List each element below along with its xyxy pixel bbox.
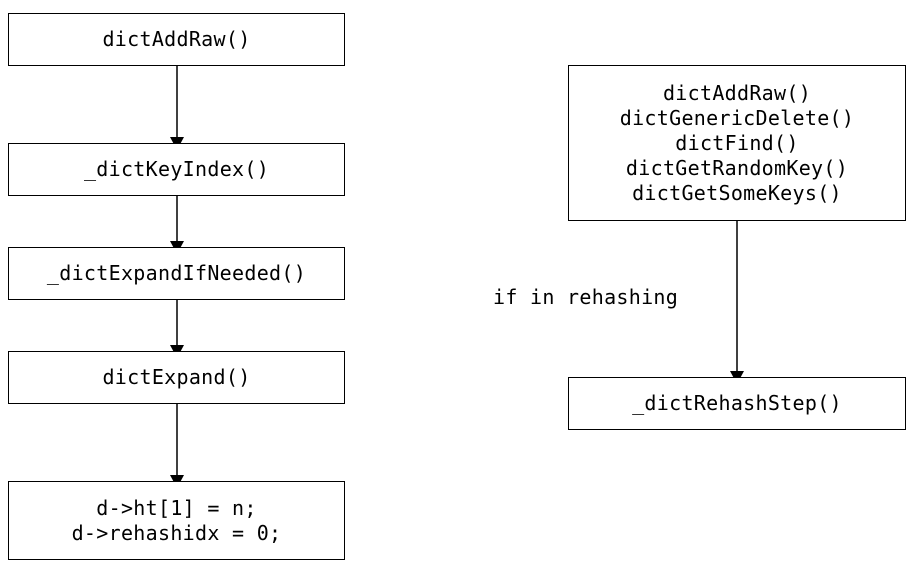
- box-line: dictGenericDelete(): [619, 105, 855, 130]
- box-dict-rehash-step: _dictRehashStep(): [568, 377, 906, 430]
- box-dict-key-index: _dictKeyIndex(): [8, 143, 345, 196]
- condition-label: if in rehashing: [493, 285, 679, 309]
- box-dict-expand: dictExpand(): [8, 351, 345, 404]
- box-line: dictAddRaw(): [662, 80, 812, 105]
- box-line: dictGetSomeKeys(): [632, 180, 842, 205]
- box-dict-add-raw: dictAddRaw(): [8, 13, 345, 66]
- box-line: d->ht[1] = n;: [96, 495, 257, 520]
- box-line: _dictRehashStep(): [632, 391, 842, 415]
- box-assignments: d->ht[1] = n; d->rehashidx = 0;: [8, 481, 345, 560]
- box-line: _dictExpandIfNeeded(): [46, 261, 307, 285]
- box-callers: dictAddRaw() dictGenericDelete() dictFin…: [568, 65, 906, 221]
- box-dict-expand-if-needed: _dictExpandIfNeeded(): [8, 247, 345, 300]
- box-line: dictFind(): [675, 130, 799, 155]
- box-line: dictGetRandomKey(): [625, 155, 849, 180]
- box-line: dictAddRaw(): [102, 27, 251, 51]
- box-line: dictExpand(): [102, 365, 251, 389]
- box-line: _dictKeyIndex(): [83, 157, 270, 181]
- box-line: d->rehashidx = 0;: [71, 520, 282, 545]
